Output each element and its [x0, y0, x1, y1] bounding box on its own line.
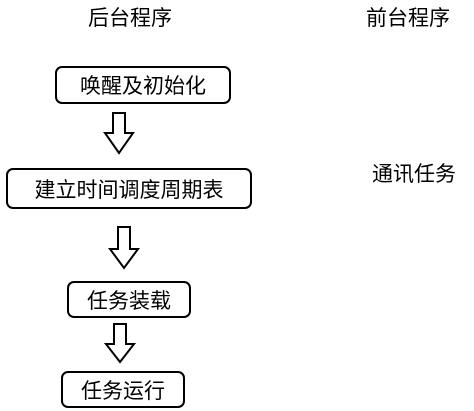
step-label: 唤醒及初始化 [80, 74, 206, 98]
step-task-running: 任务运行 [61, 371, 185, 408]
foreground-program-title: 前台程序 [366, 6, 450, 30]
down-arrow-icon [103, 323, 137, 364]
down-arrow-icon [108, 226, 140, 270]
step-label: 任务运行 [81, 378, 165, 403]
step-task-loading: 任务装载 [67, 281, 191, 318]
background-program-title: 后台程序 [88, 6, 172, 30]
step-build-schedule-table: 建立时间调度周期表 [6, 168, 252, 209]
down-arrow-icon [103, 112, 135, 155]
step-label: 任务装载 [87, 288, 171, 313]
communication-task-label: 通讯任务 [372, 162, 456, 186]
step-wake-and-init: 唤醒及初始化 [55, 66, 231, 104]
step-label: 建立时间调度周期表 [34, 177, 224, 202]
